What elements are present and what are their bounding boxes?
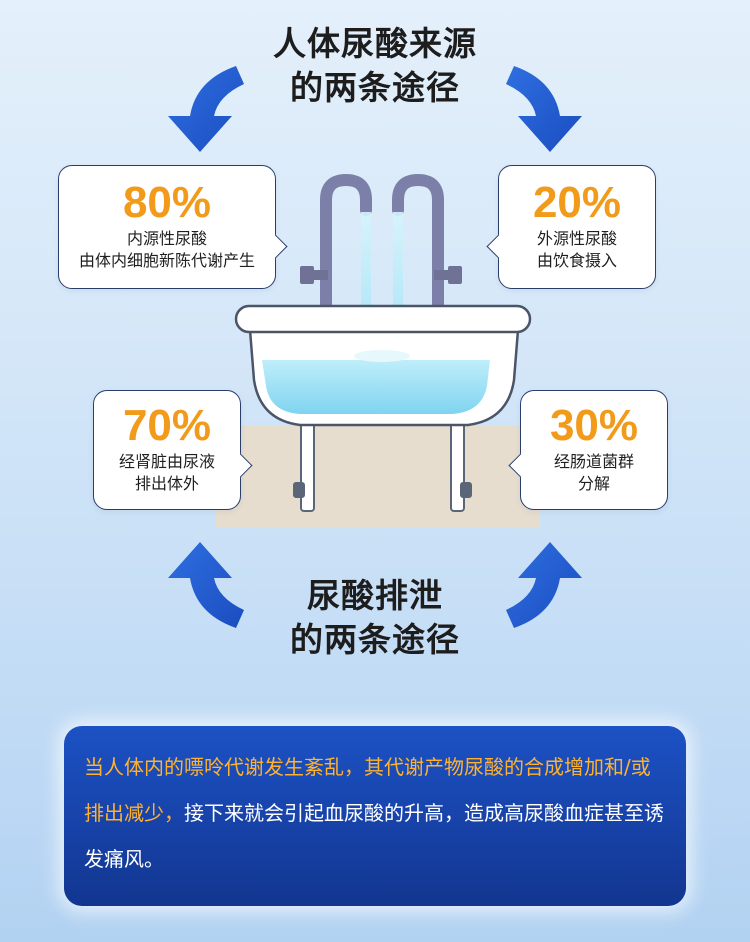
percent-value: 30% xyxy=(549,401,639,450)
curved-arrow-icon xyxy=(168,66,244,152)
tub-legs xyxy=(293,417,472,512)
sources-title: 人体尿酸来源 的两条途径 xyxy=(0,22,750,110)
card-label: 由体内细胞新陈代谢产生 xyxy=(78,251,255,270)
card-label: 分解 xyxy=(577,474,610,493)
excretion-title: 尿酸排泄 的两条途径 xyxy=(0,574,750,662)
source-card-endogenous: 80% 内源性尿酸 由体内细胞新陈代谢产生 xyxy=(58,165,288,289)
title-line: 人体尿酸来源 xyxy=(273,24,477,63)
card-label: 经肾脏由尿液 xyxy=(118,452,215,471)
faucet-icon xyxy=(300,173,462,311)
source-card-exogenous: 20% 外源性尿酸 由饮食摄入 xyxy=(486,165,656,289)
card-label: 排出体外 xyxy=(134,474,199,493)
water-stream-left xyxy=(361,212,371,362)
info-highlight-text: 当人体内的嘌呤代谢发生紊乱，其代谢产物尿酸的合成增加和/或排出减少， xyxy=(84,755,651,825)
curved-arrow-icon xyxy=(168,542,244,628)
title-line: 的两条途径 xyxy=(290,620,460,659)
info-body-text: 接下来就会引起血尿酸的升高，造成高尿酸血症甚至诱发痛风。 xyxy=(84,801,664,871)
card-label: 经肠道菌群 xyxy=(553,452,634,471)
bathtub-icon xyxy=(234,304,532,427)
curved-arrow-icon xyxy=(506,66,582,152)
percent-value: 20% xyxy=(532,178,622,227)
excretion-card-kidney: 70% 经肾脏由尿液 排出体外 xyxy=(93,390,253,510)
title-line: 尿酸排泄 xyxy=(307,576,443,615)
curved-arrow-icon xyxy=(506,542,582,628)
excretion-card-intestine: 30% 经肠道菌群 分解 xyxy=(508,390,668,510)
card-label: 由饮食摄入 xyxy=(536,251,617,270)
percent-value: 80% xyxy=(122,178,212,227)
card-label: 内源性尿酸 xyxy=(126,229,207,248)
percent-value: 70% xyxy=(122,401,212,450)
title-line: 的两条途径 xyxy=(290,68,460,107)
card-label: 外源性尿酸 xyxy=(536,229,617,248)
info-box: 当人体内的嘌呤代谢发生紊乱，其代谢产物尿酸的合成增加和/或排出减少，接下来就会引… xyxy=(64,726,686,906)
floor-mat xyxy=(216,425,540,528)
water-stream-right xyxy=(393,212,403,362)
